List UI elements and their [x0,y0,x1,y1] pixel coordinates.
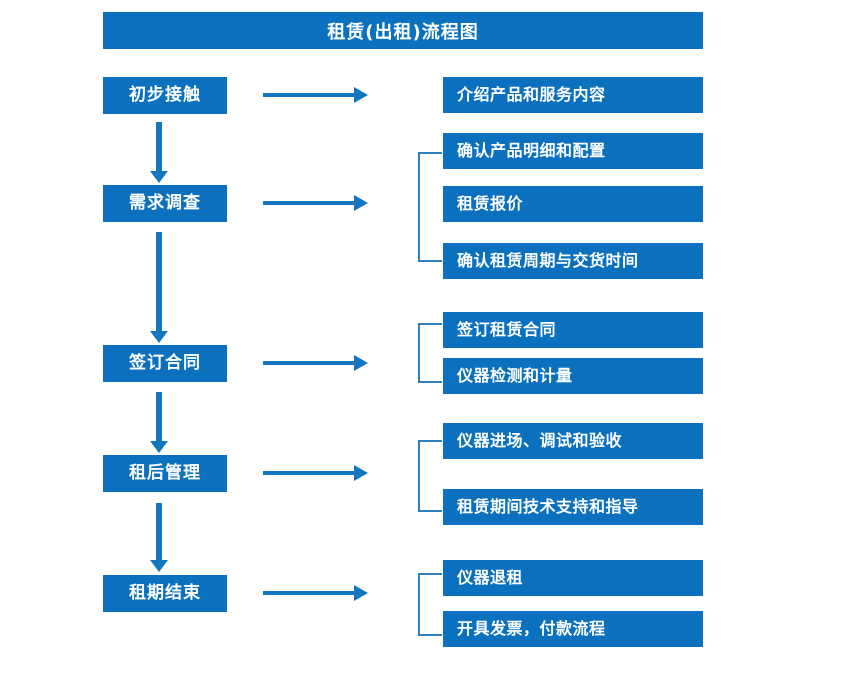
stage-box-qianding-hetong[interactable]: 签订合同 [103,345,227,382]
stage-box-chubu-jiechu[interactable]: 初步接触 [103,77,227,114]
stage-box-xuqiu-diaocha[interactable]: 需求调查 [103,185,227,222]
group-bracket-zuqi-jieshu [418,573,442,636]
detail-box-kaiju-fapiao[interactable]: 开具发票，付款流程 [443,611,703,647]
detail-box-qianding-zulin-hetong[interactable]: 签订租赁合同 [443,312,703,348]
vertical-arrow-2 [150,232,168,343]
stage-box-zuqi-jieshu[interactable]: 租期结束 [103,575,227,612]
detail-box-queren-zulin-zhouqi[interactable]: 确认租赁周期与交货时间 [443,243,703,279]
detail-box-jieshao-chanpin[interactable]: 介绍产品和服务内容 [443,77,703,113]
detail-box-zulin-baojia[interactable]: 租赁报价 [443,186,703,222]
vertical-arrow-1 [150,122,168,183]
group-bracket-xuqiu-diaocha [418,152,442,262]
vertical-arrow-3 [150,392,168,453]
horizontal-arrow-5 [263,585,368,601]
horizontal-arrow-3 [263,355,368,371]
detail-box-zulin-qijian-zhichi[interactable]: 租赁期间技术支持和指导 [443,489,703,525]
page-title: 租赁(出租)流程图 [103,12,703,49]
group-bracket-qianding-hetong [418,323,442,383]
detail-box-queren-chanpin-mingxi[interactable]: 确认产品明细和配置 [443,133,703,169]
horizontal-arrow-4 [263,465,368,481]
vertical-arrow-4 [150,503,168,572]
horizontal-arrow-2 [263,195,368,211]
detail-box-yiqi-jiance-jiliang[interactable]: 仪器检测和计量 [443,358,703,394]
group-bracket-zuhou-guanli [418,440,442,512]
detail-box-yiqi-tuizu[interactable]: 仪器退租 [443,560,703,596]
horizontal-arrow-1 [263,87,368,103]
stage-box-zuhou-guanli[interactable]: 租后管理 [103,455,227,492]
detail-box-yiqi-jinchang-tiaoshi[interactable]: 仪器进场、调试和验收 [443,423,703,459]
